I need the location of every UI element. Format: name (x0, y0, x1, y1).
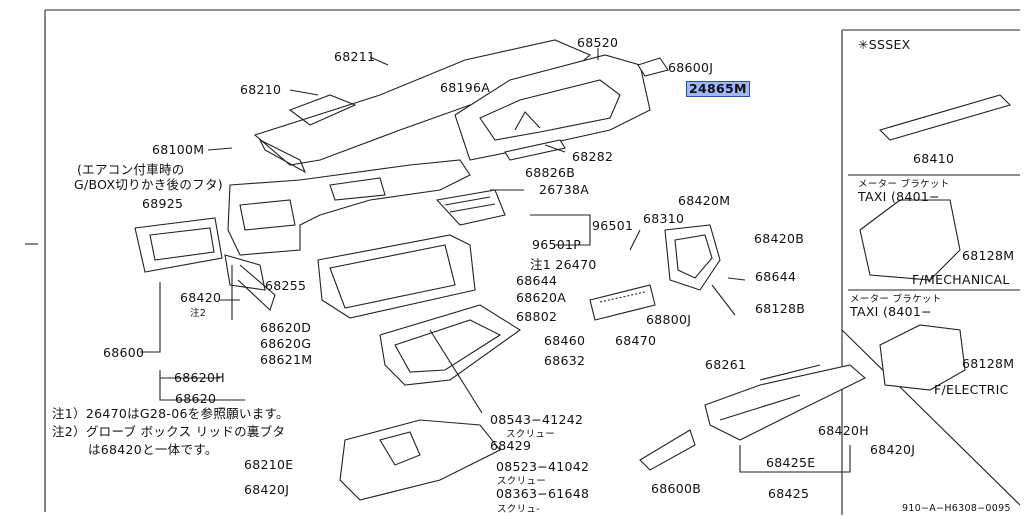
part-label-68420B: 68420B (754, 231, 805, 246)
part-label-68620: 68620 (175, 391, 217, 406)
part-label-68410: 68410 (913, 151, 955, 166)
footnote-2b: は68420と一体です。 (88, 442, 218, 457)
part-label-68420J-bottom: 68420J (244, 482, 290, 497)
part-label-68425: 68425 (768, 486, 810, 501)
part-label-68632: 68632 (544, 353, 586, 368)
inset-bracket-label-2: メーター ブラケット (850, 294, 942, 305)
part-label-26738A: 26738A (539, 182, 590, 197)
inset-bracket-label-1: メーター ブラケット (858, 179, 950, 190)
part-label-68128B: 68128B (755, 301, 806, 316)
part-label-68802: 68802 (516, 309, 558, 324)
part-label-26470: 注1 26470 (530, 257, 597, 272)
inset-dividers (848, 174, 1020, 291)
part-label-68460: 68460 (544, 333, 586, 348)
footnote-1: 注1）26470はG28-06を参照願います。 (52, 406, 289, 421)
part-label-68620D: 68620D (260, 320, 312, 335)
part-label-68600B: 68600B (651, 481, 702, 496)
part-label-68620G: 68620G (260, 336, 312, 351)
part-label-68425E: 68425E (766, 455, 816, 470)
part-label-68128M-electric: 68128M (962, 356, 1015, 371)
screw-caption-1: スクリュー (506, 429, 556, 440)
inset-caption-felectric: F/ELECTRIC (934, 382, 1009, 397)
part-label-68644-left: 68644 (516, 273, 558, 288)
part-label-68600: 68600 (103, 345, 145, 360)
note-aircon-line2: G/BOX切りかき後のフタ) (74, 177, 223, 192)
note2-marker: 注2 (190, 308, 207, 319)
part-label-68644-right: 68644 (755, 269, 797, 284)
part-label-68429: 68429 (490, 438, 532, 453)
part-label-68520: 68520 (577, 35, 619, 50)
part-label-68420M: 68420M (678, 193, 731, 208)
glove-box-lid (379, 304, 521, 386)
part-label-68621M: 68621M (260, 352, 313, 367)
glove-box (317, 234, 476, 319)
part-label-68255: 68255 (265, 278, 307, 293)
part-label-08543-41242: 08543−41242 (490, 412, 584, 427)
meter-bracket-center (664, 224, 721, 291)
part-label-96501: 96501 (592, 218, 634, 233)
part-label-24865M-highlighted[interactable]: 24865M (686, 81, 750, 97)
part-label-68620A: 68620A (516, 290, 567, 305)
part-label-68310: 68310 (643, 211, 685, 226)
note-aircon-line1: (エアコン付車時の (77, 162, 185, 177)
screw-caption-3: スクリュ- (497, 504, 540, 515)
figure-code: 910−A−H6308−0095 (902, 503, 1011, 514)
part-label-68282: 68282 (572, 149, 614, 164)
part-label-68128M-mechanical: 68128M (962, 248, 1015, 263)
part-label-68470: 68470 (615, 333, 657, 348)
part-68410 (878, 94, 1012, 141)
duct-68425 (704, 364, 866, 441)
inset-taxi-label-2: TAXI (8401− (850, 304, 932, 319)
lower-lid (339, 419, 501, 501)
footnote-2a: 注2）グローブ ボックス リッドの裏ブタ (52, 424, 286, 439)
inset-frame (841, 29, 1020, 515)
part-label-68210: 68210 (240, 82, 282, 97)
part-label-68826B: 68826B (525, 165, 576, 180)
panel-68470 (589, 284, 656, 321)
part-label-68925: 68925 (142, 196, 184, 211)
part-label-68420: 68420 (180, 290, 222, 305)
part-label-68261: 68261 (705, 357, 747, 372)
inset-title-sssex: ✳SSSEX (858, 37, 911, 52)
screw-caption-2: スクリュー (497, 476, 547, 487)
cover-68925 (134, 217, 223, 273)
part-label-68620H: 68620H (174, 370, 225, 385)
part-label-08523-41042: 08523−41042 (496, 459, 590, 474)
part-label-68211: 68211 (334, 49, 376, 64)
part-label-68210E: 68210E (244, 457, 294, 472)
part-label-68600J: 68600J (668, 60, 714, 75)
part-label-68800J: 68800J (646, 312, 692, 327)
inset-diagonal (841, 329, 1021, 506)
instrument-panel-body (227, 159, 471, 256)
part-label-68420H: 68420H (818, 423, 869, 438)
part-label-68100M: 68100M (152, 142, 205, 157)
part-label-96501P: 96501P (532, 237, 582, 252)
inset-taxi-label-1: TAXI (8401− (858, 189, 940, 204)
part-label-08363-61648: 08363−61648 (496, 486, 590, 501)
inset-caption-fmechanical: F/MECHANICAL (912, 272, 1010, 287)
part-label-68420J-right: 68420J (870, 442, 916, 457)
part-label-68196A: 68196A (440, 80, 491, 95)
